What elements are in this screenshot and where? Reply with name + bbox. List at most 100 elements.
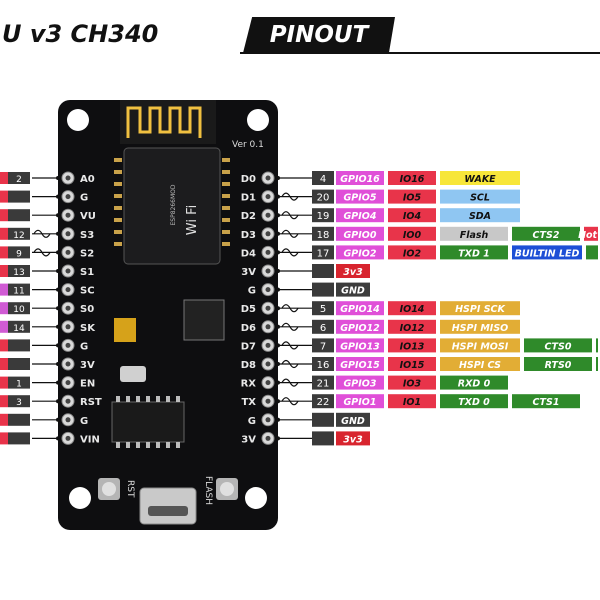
right-pin-number-box [312,375,334,390]
pin-function-label [336,301,384,316]
right-pin-number-box [312,245,334,260]
pwm-wave-icon [281,378,299,387]
right-header-pin-hole [265,175,271,181]
pin-function-label [336,357,384,371]
pin-function-text: TXD 1 [458,248,490,259]
left-connector-dot [56,306,60,311]
left-connector-dot [56,250,60,255]
left-connector-dot [56,231,60,236]
pin-function-label [440,375,508,390]
left-header-pin-hole [65,287,71,293]
pin-function-label [336,264,370,278]
left-connector-dot [56,269,60,273]
right-connector-dot [276,417,280,422]
pin-function-text: GPIO2 [344,248,377,259]
left-pin-number-box [8,413,30,426]
pin-function-label [586,245,598,260]
right-pin-number-box [312,319,334,334]
pin-function-label [336,412,370,427]
right-header-pin-hole [265,417,271,423]
right-pin-number-box [312,357,334,371]
left-pin-number: 2 [16,175,22,185]
left-header-label: G [80,416,88,427]
crystal [120,366,146,382]
pwm-wave-icon [281,192,299,201]
right-pin-number: 21 [317,379,330,390]
left-connector-dot [56,380,60,385]
pin-function-text: GPIO0 [344,230,377,241]
pin-function-text: IO5 [403,193,422,204]
left-pin-number-box [8,246,30,259]
left-header-pin-hole [65,305,71,311]
left-function-chip [0,246,8,259]
title-underline [240,52,600,54]
pin-function-label [388,245,436,260]
left-header-label: A0 [80,174,95,185]
right-header-label: D1 [241,193,256,204]
right-header-label: D3 [241,230,256,241]
right-header-label: D0 [241,174,256,185]
right-connector-dot [276,436,280,441]
right-header-pin-hole [265,194,271,200]
left-header-label: EN [80,379,95,390]
pin-function-label [512,245,582,260]
page-title-left: U v3 CH340 [0,14,242,54]
pin-function-label [440,208,520,223]
left-pin-number: 10 [13,305,25,315]
left-connector-dot [56,324,60,329]
right-pin-number-box [312,282,334,297]
pin-function-text: IO0 [403,230,422,241]
right-connector-dot [276,250,280,255]
voltage-regulator [183,299,225,341]
right-connector-dot [276,287,280,292]
pin-function-text: GPIO14 [340,304,380,315]
right-header-label: G [248,286,256,297]
right-pin-number-box [312,171,334,185]
left-pin-number: 11 [13,287,24,297]
left-header-label: RST [80,397,102,408]
right-header-pin-hole [265,380,271,386]
right-connector-dot [276,306,280,311]
right-pin-number: 22 [317,397,330,408]
left-pin-number-box [8,395,30,408]
right-pin-number: 6 [320,323,326,334]
rst-button-cap[interactable] [102,482,116,496]
right-pin-number-box [312,189,334,204]
pin-function-label [388,208,436,223]
flash-button-cap[interactable] [220,482,234,496]
pin-function-text: HSPI CS [459,360,501,371]
pin-function-label [336,319,384,334]
right-pin-number-box [312,264,334,278]
left-connector-dot [56,436,60,441]
right-connector-dot [276,343,280,348]
right-pin-number: 5 [320,304,326,315]
left-pin-number: 3 [16,398,22,408]
left-pin-number-box [8,302,30,315]
mount-hole-top-right [247,109,269,131]
left-function-chip [0,283,8,296]
left-header-label: SC [80,286,95,297]
pin-function-text: 3v3 [343,267,363,278]
right-header-pin-hole [265,249,271,255]
right-header-pin-hole [265,342,271,348]
left-connector-dot [56,362,60,366]
right-pin-number-box [312,412,334,427]
pin-function-label [388,189,436,204]
pin-function-text: IO4 [403,211,422,222]
pin-function-label [596,338,598,353]
right-header-label: D8 [241,360,256,371]
pin-function-text: CTS0 [545,341,572,352]
pin-function-text: GPIO4 [344,211,377,222]
pwm-wave-icon [281,359,299,369]
right-connector-dot [276,269,280,273]
left-pwm-wave [33,248,51,257]
left-connector-dot [56,399,60,404]
left-header-label: G [80,341,88,352]
right-connector-dot [276,324,280,329]
left-pin-number-box [8,432,30,445]
pin-function-label [596,357,598,371]
pin-function-text: GPIO5 [344,193,377,204]
right-header-label: G [248,416,256,427]
